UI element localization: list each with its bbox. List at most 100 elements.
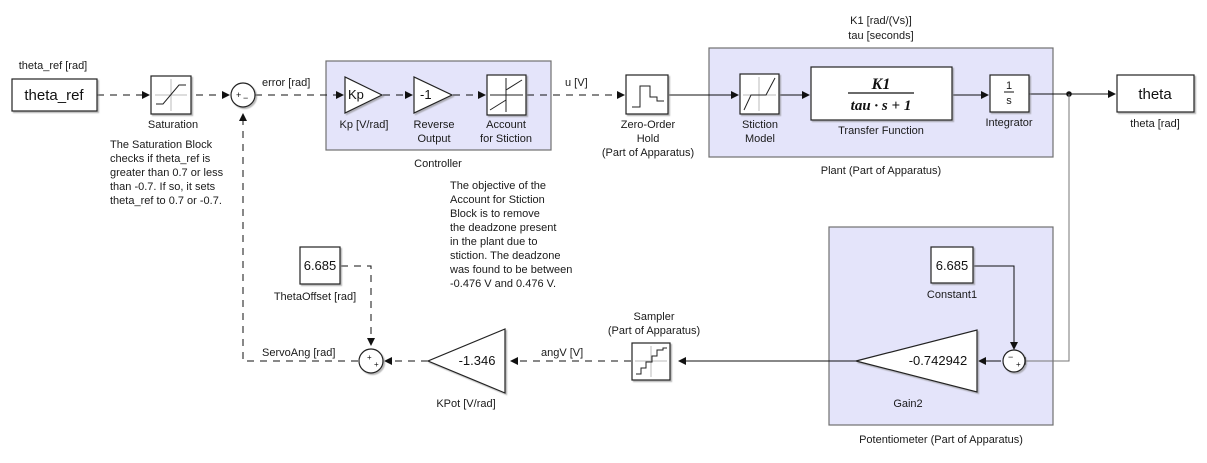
note-line: greater than 0.7 or less: [110, 167, 224, 179]
wire-constant1-sum: [974, 265, 1015, 344]
integrator-caption: Integrator: [985, 117, 1032, 129]
wire-offset-sum: [341, 265, 372, 338]
deadzone-icon: [743, 77, 776, 111]
saturation-block[interactable]: Saturation: [148, 75, 198, 131]
note-line: theta_ref to 0.7 or -0.7.: [110, 195, 222, 207]
constant1-caption: Constant1: [927, 289, 977, 301]
tf-caption: Transfer Function: [838, 125, 924, 137]
zero-order-hold-icon: [632, 85, 664, 108]
inverse-deadzone-icon: [489, 78, 523, 112]
tf-denominator: tau · s + 1: [851, 98, 912, 114]
stiction-note: The objective of the Account for Stictio…: [449, 180, 572, 290]
gain2-text: -0.742942: [909, 353, 968, 368]
kpot-block[interactable]: -1.346 KPot [V/rad]: [426, 328, 506, 410]
stiction-model-block[interactable]: Stiction Model: [739, 73, 780, 145]
sum-sign-plus: +: [236, 90, 241, 100]
constant1-text: 6.685: [936, 258, 969, 273]
pot-sum-block[interactable]: − +: [1002, 349, 1026, 373]
arrow-head: [384, 357, 392, 365]
saturation-caption: Saturation: [148, 119, 198, 131]
theta-offset-text: 6.685: [304, 258, 337, 273]
kpot-text: -1.346: [459, 353, 496, 368]
theta-out-caption: theta [rad]: [1130, 118, 1180, 130]
theta-ref-text: theta_ref: [24, 87, 84, 104]
theta-ref-caption: theta_ref [rad]: [19, 60, 88, 72]
kp-gain-block[interactable]: Kp Kp [V/rad]: [340, 76, 389, 131]
note-line: was found to be between: [449, 264, 572, 276]
note-line: in the plant due to: [450, 236, 537, 248]
arrow-head: [367, 338, 375, 346]
arrow-head: [142, 91, 150, 99]
arrow-head: [978, 357, 986, 365]
theta-offset-block[interactable]: 6.685 ThetaOffset [rad]: [274, 246, 356, 303]
servo-sum-block[interactable]: + +: [358, 348, 384, 374]
plant-label: Plant (Part of Apparatus): [821, 165, 941, 177]
plant-params-tau: tau [seconds]: [848, 30, 913, 42]
note-line: -0.476 V and 0.476 V.: [450, 278, 556, 290]
sampler-caption-2: (Part of Apparatus): [608, 325, 700, 337]
kp-gain-text: Kp: [348, 87, 364, 102]
saturation-icon: [155, 79, 187, 111]
arrow-head: [405, 91, 413, 99]
gain2-block[interactable]: -0.742942 Gain2: [855, 329, 978, 410]
signal-error-label: error [rad]: [262, 77, 310, 89]
controller-label: Controller: [414, 158, 462, 170]
signal-servoang-label: ServoAng [rad]: [262, 347, 335, 359]
wire-theta-feedback: [1026, 94, 1070, 362]
arrow-head: [1108, 90, 1116, 98]
arrow-head: [222, 91, 230, 99]
arrow-head: [731, 91, 739, 99]
sum-sign-plus: +: [1016, 360, 1021, 369]
arrow-head: [239, 113, 247, 121]
zoh-caption-3: (Part of Apparatus): [602, 147, 694, 159]
reverse-output-caption-2: Output: [417, 133, 450, 145]
arrow-head: [1010, 342, 1018, 350]
sum-sign-minus: −: [243, 93, 248, 103]
saturation-note: The Saturation Block checks if theta_ref…: [110, 139, 224, 207]
signal-angv-label: angV [V]: [541, 347, 583, 359]
tf-numerator: K1: [871, 76, 891, 93]
theta-out-text: theta: [1138, 86, 1172, 103]
sampler-caption-1: Sampler: [634, 311, 675, 323]
plant-params-k1: K1 [rad/(Vs)]: [850, 15, 912, 27]
potentiometer-label: Potentiometer (Part of Apparatus): [859, 434, 1023, 446]
theta-out-block[interactable]: theta theta [rad]: [1116, 74, 1195, 130]
reverse-output-text: -1: [420, 87, 432, 102]
theta-offset-caption: ThetaOffset [rad]: [274, 291, 356, 303]
note-line: Account for Stiction: [450, 194, 545, 206]
note-line: The objective of the: [450, 180, 546, 192]
account-stiction-caption-2: for Stiction: [480, 133, 532, 145]
zoh-caption-2: Hold: [637, 133, 660, 145]
sum-sign-plus: +: [367, 353, 372, 362]
account-stiction-block[interactable]: Account for Stiction: [480, 74, 532, 145]
signal-u-label: u [V]: [565, 77, 588, 89]
error-sum-block[interactable]: + −: [230, 82, 256, 108]
wire-servo-ang-feedback: [242, 121, 358, 362]
note-line: the deadzone present: [450, 222, 556, 234]
note-line: than -0.7. If so, it sets: [110, 181, 216, 193]
sampler-block[interactable]: Sampler (Part of Apparatus): [608, 311, 700, 381]
zero-order-hold-block[interactable]: Zero-Order Hold (Part of Apparatus): [602, 74, 694, 159]
reverse-output-block[interactable]: -1 Reverse Output: [413, 76, 455, 145]
stiction-model-caption-2: Model: [745, 133, 775, 145]
arrow-head: [336, 91, 344, 99]
transfer-function-block[interactable]: K1 tau · s + 1 Transfer Function: [810, 66, 953, 137]
arrow-head: [678, 357, 686, 365]
gain2-caption: Gain2: [893, 398, 922, 410]
reverse-output-caption-1: Reverse: [414, 119, 455, 131]
note-line: checks if theta_ref is: [110, 153, 211, 165]
sum-sign-minus: −: [1008, 352, 1013, 362]
quantizer-icon: [635, 346, 667, 377]
theta-ref-block[interactable]: theta_ref [rad] theta_ref: [11, 60, 98, 112]
integrator-block[interactable]: 1 s Integrator: [985, 74, 1033, 129]
constant1-block[interactable]: 6.685 Constant1: [927, 246, 977, 301]
sum-sign-plus: +: [374, 360, 379, 369]
note-line: Block is to remove: [450, 208, 540, 220]
arrow-head: [617, 91, 625, 99]
arrow-head: [981, 91, 989, 99]
kp-gain-caption: Kp [V/rad]: [340, 119, 389, 131]
integrator-numerator: 1: [1006, 80, 1012, 92]
account-stiction-caption-1: Account: [486, 119, 526, 131]
note-line: The Saturation Block: [110, 139, 213, 151]
